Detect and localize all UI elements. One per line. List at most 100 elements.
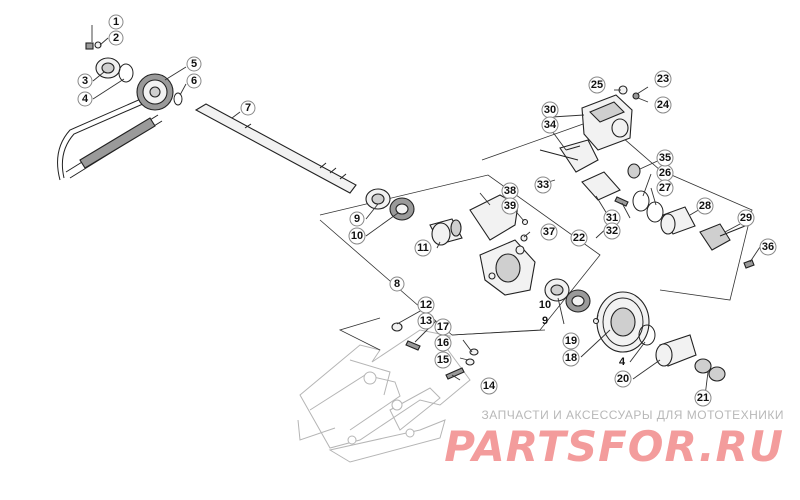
callout-34: 34 [541,116,559,134]
callout-4: 4 [77,91,93,107]
callout-4-lower: 4 [619,356,626,368]
callout-15: 15 [434,351,452,369]
svg-text:31: 31 [606,212,618,224]
callout-9-lower: 9 [542,315,548,327]
callout-19: 19 [562,332,580,350]
svg-text:30: 30 [544,104,556,116]
brake-disc [596,291,650,353]
callout-10: 10 [348,227,366,245]
svg-text:25: 25 [591,79,603,91]
svg-text:2: 2 [113,32,119,44]
svg-text:27: 27 [659,182,671,194]
callout-18: 18 [562,349,580,367]
svg-text:29: 29 [740,212,752,224]
svg-text:12: 12 [420,299,432,311]
axle-nuts [694,358,726,382]
callout-26: 26 [656,164,674,182]
hub-flange [85,41,134,83]
o-ring-6 [173,92,183,106]
callout-20: 20 [614,370,632,388]
svg-text:35: 35 [659,152,671,164]
sleeve [429,218,463,246]
callout-21: 21 [694,389,712,407]
svg-text:37: 37 [543,226,555,238]
callout-29: 29 [737,209,755,227]
svg-text:20: 20 [617,373,629,385]
callout-38: 38 [501,182,519,200]
part-callouts: 1 2 3 4 5 6 7 8 9 10 11 12 13 14 15 16 1… [77,14,777,407]
sprocket [136,73,174,111]
drive-chain [57,94,163,181]
svg-text:16: 16 [437,337,449,349]
svg-text:9: 9 [354,213,360,225]
leader-lines [91,25,761,397]
watermark: ЗАПЧАСТИ И АКСЕССУАРЫ ДЛЯ МОТОТЕХНИКИ PA… [444,408,784,468]
callout-1: 1 [108,14,124,30]
svg-text:10: 10 [351,230,363,242]
watermark-logo: PARTSFOR.RU [444,422,784,471]
callout-3: 3 [77,73,93,89]
callout-9: 9 [349,211,365,227]
svg-text:19: 19 [565,335,577,347]
svg-text:39: 39 [504,200,516,212]
callout-17: 17 [434,318,452,336]
svg-text:3: 3 [82,75,88,87]
svg-text:15: 15 [437,354,449,366]
svg-text:5: 5 [191,58,197,70]
callout-24: 24 [654,96,672,114]
callout-23: 23 [654,70,672,88]
watermark-caption: ЗАПЧАСТИ И АКСЕССУАРЫ ДЛЯ МОТОТЕХНИКИ [481,408,784,422]
callout-32: 32 [603,222,621,240]
svg-text:7: 7 [245,102,251,114]
callout-7: 7 [240,100,256,116]
svg-text:22: 22 [573,232,585,244]
callout-2: 2 [108,30,124,46]
svg-text:36: 36 [762,241,774,253]
svg-text:13: 13 [420,315,432,327]
svg-text:11: 11 [417,242,429,254]
assembly-frames [319,117,753,351]
svg-text:1: 1 [113,16,119,28]
svg-text:28: 28 [699,200,711,212]
callout-30: 30 [541,101,559,119]
svg-text:33: 33 [537,179,549,191]
svg-text:18: 18 [565,352,577,364]
svg-text:6: 6 [191,75,197,87]
axle-shaft [194,103,357,194]
svg-text:32: 32 [606,225,618,237]
svg-text:4: 4 [82,93,89,105]
svg-text:34: 34 [544,119,557,131]
callout-16: 16 [434,334,452,352]
callout-33: 33 [534,176,552,194]
repeat-labels: 4 9 10 [539,299,626,368]
callout-10-lower: 10 [539,299,551,311]
callout-22: 22 [570,229,588,247]
svg-text:26: 26 [659,167,671,179]
chain-adjuster [699,223,746,251]
callout-12: 12 [417,296,435,314]
wheel-hub [638,324,697,367]
fasteners [391,196,755,380]
callout-35: 35 [656,149,674,167]
frame-sketch [297,329,471,463]
bearing-set-lower [544,278,591,313]
callout-39: 39 [501,197,519,215]
callout-13: 13 [417,312,435,330]
callout-11: 11 [414,239,432,257]
svg-text:24: 24 [657,99,670,111]
callout-28: 28 [696,197,714,215]
callout-6: 6 [186,73,202,89]
caliper-bleeder [618,85,640,100]
brake-caliper [559,94,633,201]
callout-36: 36 [759,238,777,256]
callout-14: 14 [480,377,498,395]
bearing-set-upper [365,188,415,221]
svg-text:38: 38 [504,185,516,197]
callout-37: 37 [540,223,558,241]
svg-text:21: 21 [697,392,709,404]
callout-5: 5 [186,56,202,72]
svg-text:8: 8 [394,278,400,290]
callout-27: 27 [656,179,674,197]
callout-8: 8 [389,276,405,292]
